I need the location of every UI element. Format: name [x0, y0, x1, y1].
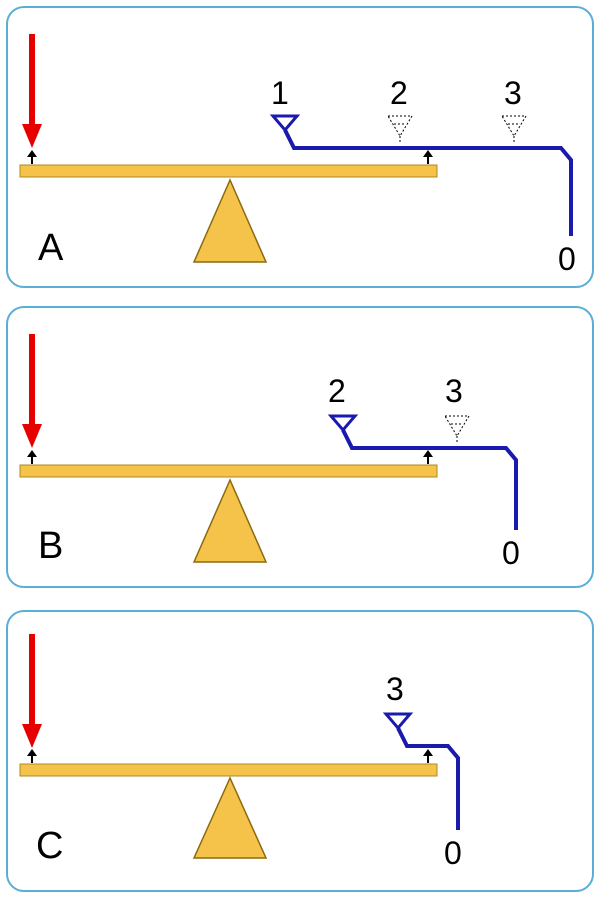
fulcrum-triangle [192, 478, 268, 563]
lever-diagram-b: 2 3 0 B [19, 334, 520, 571]
support-arrow-icon [423, 150, 433, 164]
panel-a: 1 2 3 0 A [6, 6, 594, 288]
fulcrum-triangle [192, 776, 268, 859]
force-arrow-icon [22, 34, 42, 148]
panel-b: 2 3 0 B [6, 306, 594, 588]
support-arrow-icon [423, 450, 433, 464]
lever-beam [19, 164, 438, 178]
lever-beam [19, 464, 438, 478]
connecting-line [396, 727, 460, 830]
support-arrow-icon [27, 749, 37, 763]
support-arrow-icon [27, 150, 37, 164]
pin-1-icon [269, 114, 301, 133]
panel-label: A [38, 227, 64, 269]
support-arrow-icon [27, 450, 37, 464]
force-arrow-icon [22, 334, 42, 448]
connecting-line [341, 429, 518, 530]
pin-label: 3 [445, 373, 463, 409]
pin-3-icon [382, 712, 414, 731]
lever-diagram-a: 1 2 3 0 A [19, 34, 576, 277]
pin-label: 2 [328, 373, 346, 409]
pin-3-inactive-icon [444, 415, 470, 444]
pin-3-inactive-icon [501, 115, 527, 144]
pin-label: 1 [271, 75, 289, 111]
panel-label: C [36, 825, 63, 867]
pin-label: 3 [504, 75, 522, 111]
pin-2-icon [327, 414, 359, 433]
panel-label: B [38, 525, 63, 567]
end-label: 0 [558, 241, 576, 277]
pin-label: 3 [386, 671, 404, 707]
support-arrow-icon [423, 749, 433, 763]
force-arrow-icon [22, 634, 42, 748]
panel-c: 3 0 C [6, 610, 594, 892]
end-label: 0 [444, 835, 462, 871]
lever-diagram-c: 3 0 C [19, 634, 462, 871]
lever-beam [19, 763, 438, 777]
connecting-line [283, 129, 573, 236]
fulcrum-triangle [192, 178, 268, 263]
pin-label: 2 [390, 75, 408, 111]
end-label: 0 [502, 535, 520, 571]
pin-2-inactive-icon [387, 115, 413, 144]
